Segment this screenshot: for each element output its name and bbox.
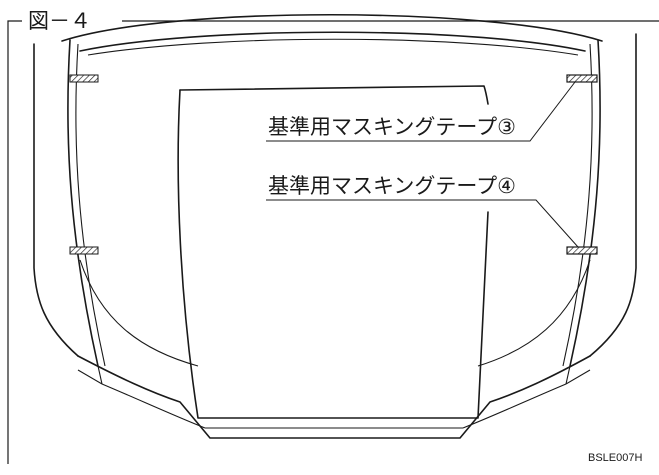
tape-4-leader	[266, 199, 579, 248]
tape-4	[566, 246, 598, 255]
tape-3-leader	[266, 81, 576, 142]
frame-border	[7, 20, 659, 464]
hood-outline	[33, 13, 637, 439]
figure-title: 図－４	[28, 9, 91, 33]
tape-4-label: 基準用マスキングテープ④	[268, 174, 516, 198]
figure-code: BSLE007H	[588, 452, 642, 464]
tape-left-lower	[69, 246, 99, 255]
tape-left-upper	[69, 74, 99, 83]
tape-3	[566, 74, 598, 83]
tape-3-label: 基準用マスキングテープ③	[268, 115, 516, 139]
